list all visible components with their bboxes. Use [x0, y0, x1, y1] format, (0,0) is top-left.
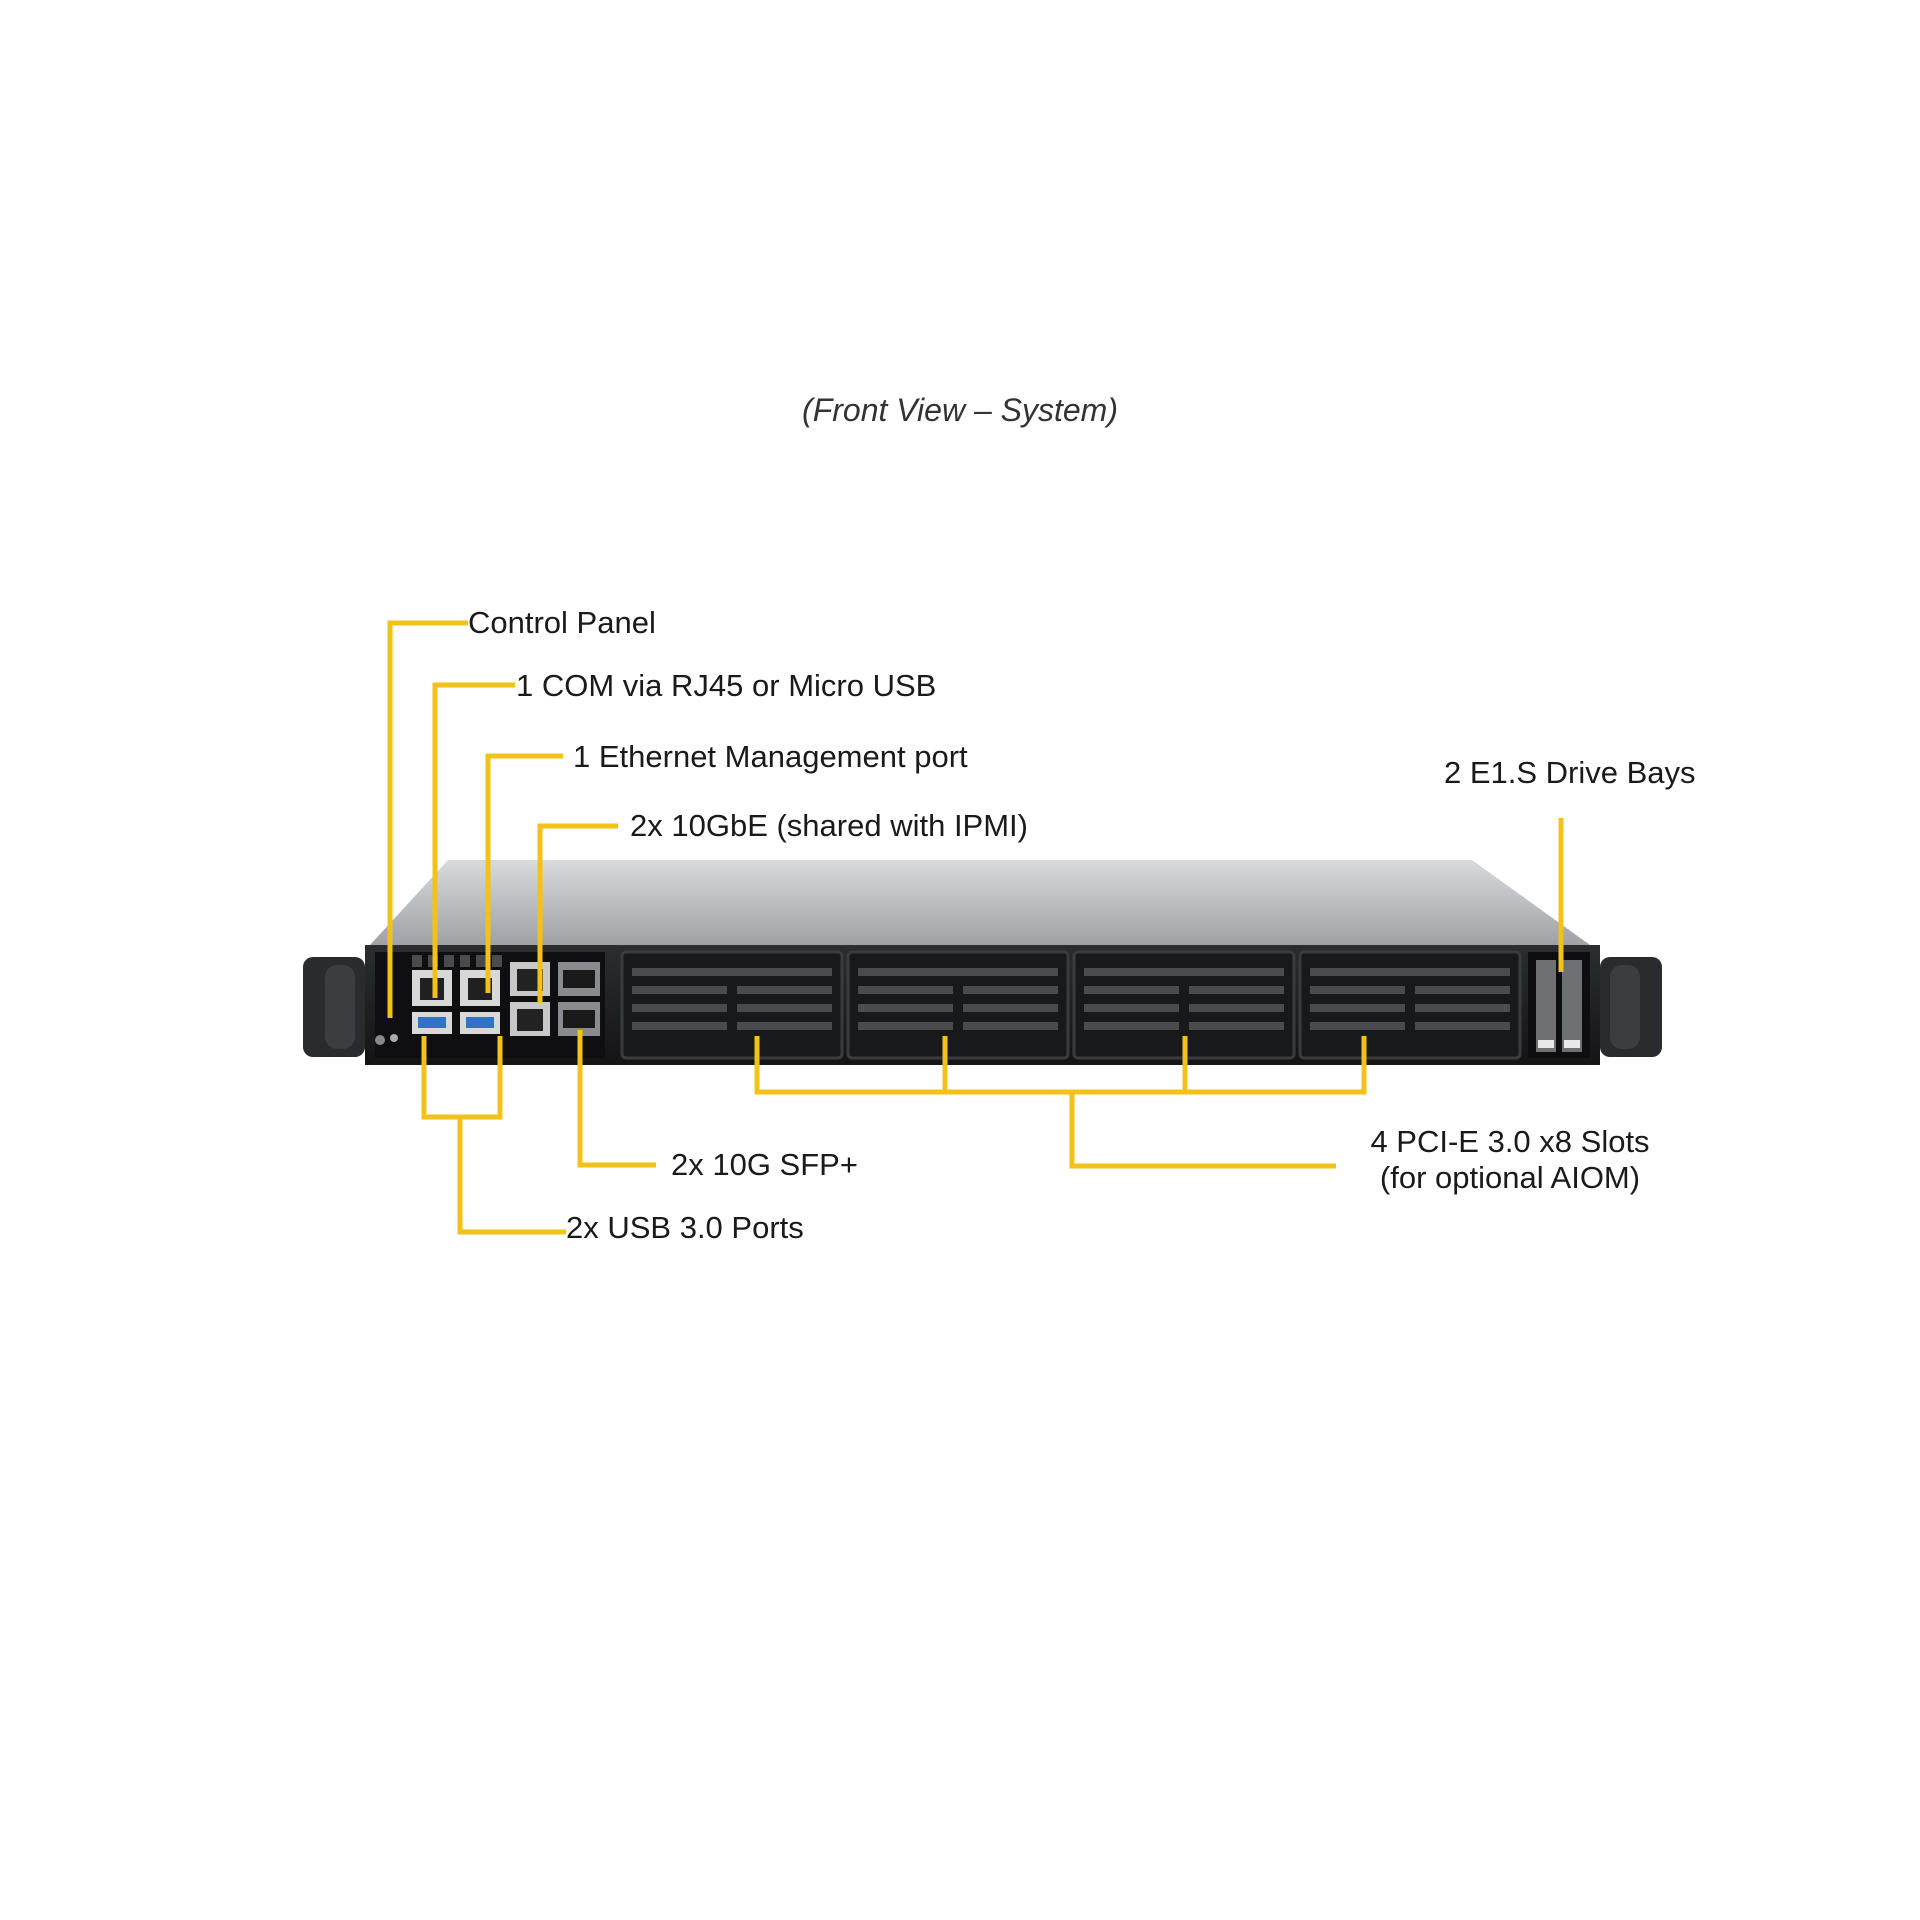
- rack-handle-left: [325, 965, 355, 1049]
- label-control-panel: Control Panel: [468, 605, 656, 640]
- led-icon: [390, 1034, 398, 1042]
- label-sfp: 2x 10G SFP+: [671, 1147, 858, 1182]
- chassis-top: [370, 860, 1590, 945]
- callout-sfp: [577, 1030, 656, 1168]
- callout-control-panel: [387, 620, 468, 1018]
- label-10gbe: 2x 10GbE (shared with IPMI): [630, 808, 1028, 843]
- label-drive-bays: 2 E1.S Drive Bays: [1444, 755, 1696, 790]
- label-usb: 2x USB 3.0 Ports: [566, 1210, 804, 1245]
- label-pcie: 4 PCI-E 3.0 x8 Slots (for optional AIOM): [1345, 1124, 1675, 1196]
- callout-ethernet-mgmt: [485, 753, 563, 993]
- power-button-icon: [375, 1035, 385, 1045]
- figure-caption: (Front View – System): [802, 392, 1118, 428]
- pcie-slot-3: [1072, 950, 1296, 1060]
- label-pcie-line2: (for optional AIOM): [1379, 1160, 1641, 1195]
- rack-handle-right: [1610, 965, 1640, 1049]
- callout-pcie: [754, 1036, 1367, 1095]
- pcie-slot-4: [1298, 950, 1522, 1060]
- label-pcie-line1: 4 PCI-E 3.0 x8 Slots: [1370, 1124, 1650, 1159]
- label-com-port: 1 COM via RJ45 or Micro USB: [516, 668, 937, 703]
- label-ethernet-mgmt: 1 Ethernet Management port: [573, 739, 968, 774]
- pcie-slot-2: [846, 950, 1070, 1060]
- callout-lines: [387, 620, 1564, 1235]
- callout-10gbe: [537, 823, 618, 1003]
- callout-com: [432, 682, 515, 998]
- pcie-slot-1: [620, 950, 844, 1060]
